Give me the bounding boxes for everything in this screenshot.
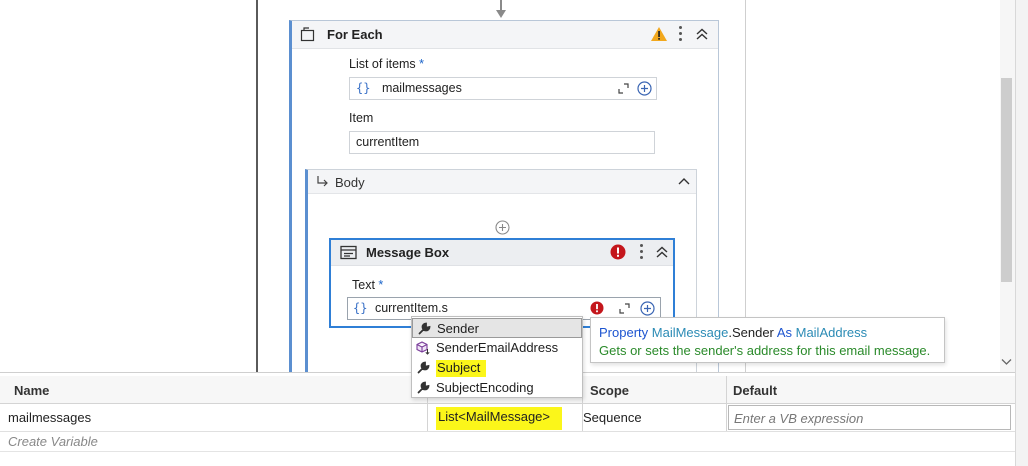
body-arrow-icon (317, 176, 328, 187)
wrench-icon (417, 381, 430, 394)
chevron-up-icon[interactable] (678, 177, 690, 186)
required-mark: * (378, 278, 384, 292)
member-tooltip: Property MailMessage.Sender As MailAddre… (590, 317, 945, 363)
insert-activity-plus-icon[interactable] (495, 220, 510, 235)
autocomplete-item-subjectencoding[interactable]: SubjectEncoding (412, 378, 582, 398)
collapse-icon[interactable] (656, 246, 668, 258)
column-divider (427, 376, 428, 432)
scrollbar-thumb[interactable] (1001, 78, 1012, 282)
autocomplete-item-label: SubjectEncoding (436, 380, 534, 395)
item-input[interactable]: currentItem (349, 131, 655, 154)
add-plus-icon[interactable] (637, 81, 652, 96)
autocomplete-item-sender[interactable]: Sender (412, 318, 582, 338)
default-column-header[interactable]: Default (733, 383, 778, 398)
table-row[interactable]: mailmessages List<MailMessage> Sequence … (0, 404, 1015, 432)
variable-scope-cell[interactable]: Sequence (583, 410, 642, 425)
autocomplete-list[interactable]: Sender SenderEmailAddress Subject Subjec… (411, 316, 583, 398)
more-options-icon[interactable] (640, 244, 644, 262)
wrench-icon (417, 361, 430, 374)
error-icon[interactable] (590, 301, 604, 315)
message-box-title: Message Box (366, 245, 450, 260)
body-header[interactable]: Body (308, 170, 696, 194)
for-each-icon (300, 27, 315, 42)
message-box-header[interactable]: Message Box (331, 240, 673, 266)
autocomplete-item-label: Sender (437, 321, 479, 336)
text-expression-value: currentItem.s (374, 301, 448, 315)
default-value-placeholder: Enter a VB expression (734, 411, 864, 426)
side-panel-strip (1015, 0, 1028, 466)
column-divider (582, 376, 583, 432)
autocomplete-item-senderemailaddress[interactable]: SenderEmailAddress (412, 338, 582, 358)
autocomplete-item-label: Subject (436, 360, 487, 377)
tooltip-signature: Property MailMessage.Sender As MailAddre… (599, 325, 867, 340)
error-icon[interactable] (610, 244, 626, 260)
item-label: Item (349, 111, 374, 125)
tooltip-return-type: MailAddress (795, 325, 868, 340)
autocomplete-item-subject[interactable]: Subject (412, 358, 582, 378)
sequence-border-right (745, 0, 746, 372)
text-label-text: Text (352, 278, 375, 292)
tooltip-member: .Sender (728, 325, 774, 340)
scroll-down-icon[interactable] (1001, 358, 1012, 366)
flow-connector (500, 0, 502, 12)
message-box-activity[interactable]: Message Box Text * {} currentItem.s (329, 238, 675, 328)
more-options-icon[interactable] (679, 26, 683, 44)
cube-icon (416, 341, 430, 355)
list-of-items-input[interactable]: {} mailmessages (349, 77, 657, 100)
sequence-border (256, 0, 258, 372)
expand-editor-icon[interactable] (618, 83, 629, 94)
tooltip-keyword: As (776, 325, 792, 340)
tooltip-keyword: Property (599, 325, 649, 340)
for-each-header[interactable]: For Each (292, 21, 718, 49)
list-of-items-label-text: List of items (349, 57, 416, 71)
tooltip-description: Gets or sets the sender's address for th… (599, 343, 931, 358)
name-column-header[interactable]: Name (14, 383, 50, 398)
wrench-icon (418, 322, 431, 335)
expand-editor-icon[interactable] (619, 303, 630, 314)
for-each-title: For Each (327, 27, 383, 42)
collapse-icon[interactable] (696, 28, 708, 40)
variable-name-cell[interactable]: mailmessages (8, 410, 92, 425)
create-variable-link[interactable]: Create Variable (8, 434, 98, 449)
add-plus-icon[interactable] (640, 301, 655, 316)
column-divider (726, 376, 727, 432)
expression-braces-icon: {} (353, 301, 368, 315)
warning-icon[interactable] (650, 26, 668, 42)
message-box-icon (340, 245, 357, 260)
list-of-items-label: List of items * (349, 57, 424, 71)
scope-column-header[interactable]: Scope (590, 383, 630, 398)
tooltip-type: MailMessage (651, 325, 729, 340)
list-of-items-value: mailmessages (381, 81, 462, 95)
create-variable-row[interactable]: Create Variable (0, 432, 1015, 452)
autocomplete-item-label: SenderEmailAddress (436, 340, 559, 355)
flow-arrow-icon (496, 10, 506, 18)
variable-type-cell[interactable]: List<MailMessage> (436, 407, 562, 430)
default-value-input[interactable]: Enter a VB expression (728, 405, 1011, 430)
text-label: Text * (352, 278, 383, 292)
required-mark: * (419, 57, 425, 71)
body-title: Body (335, 175, 365, 190)
expression-braces-icon: {} (356, 81, 371, 95)
